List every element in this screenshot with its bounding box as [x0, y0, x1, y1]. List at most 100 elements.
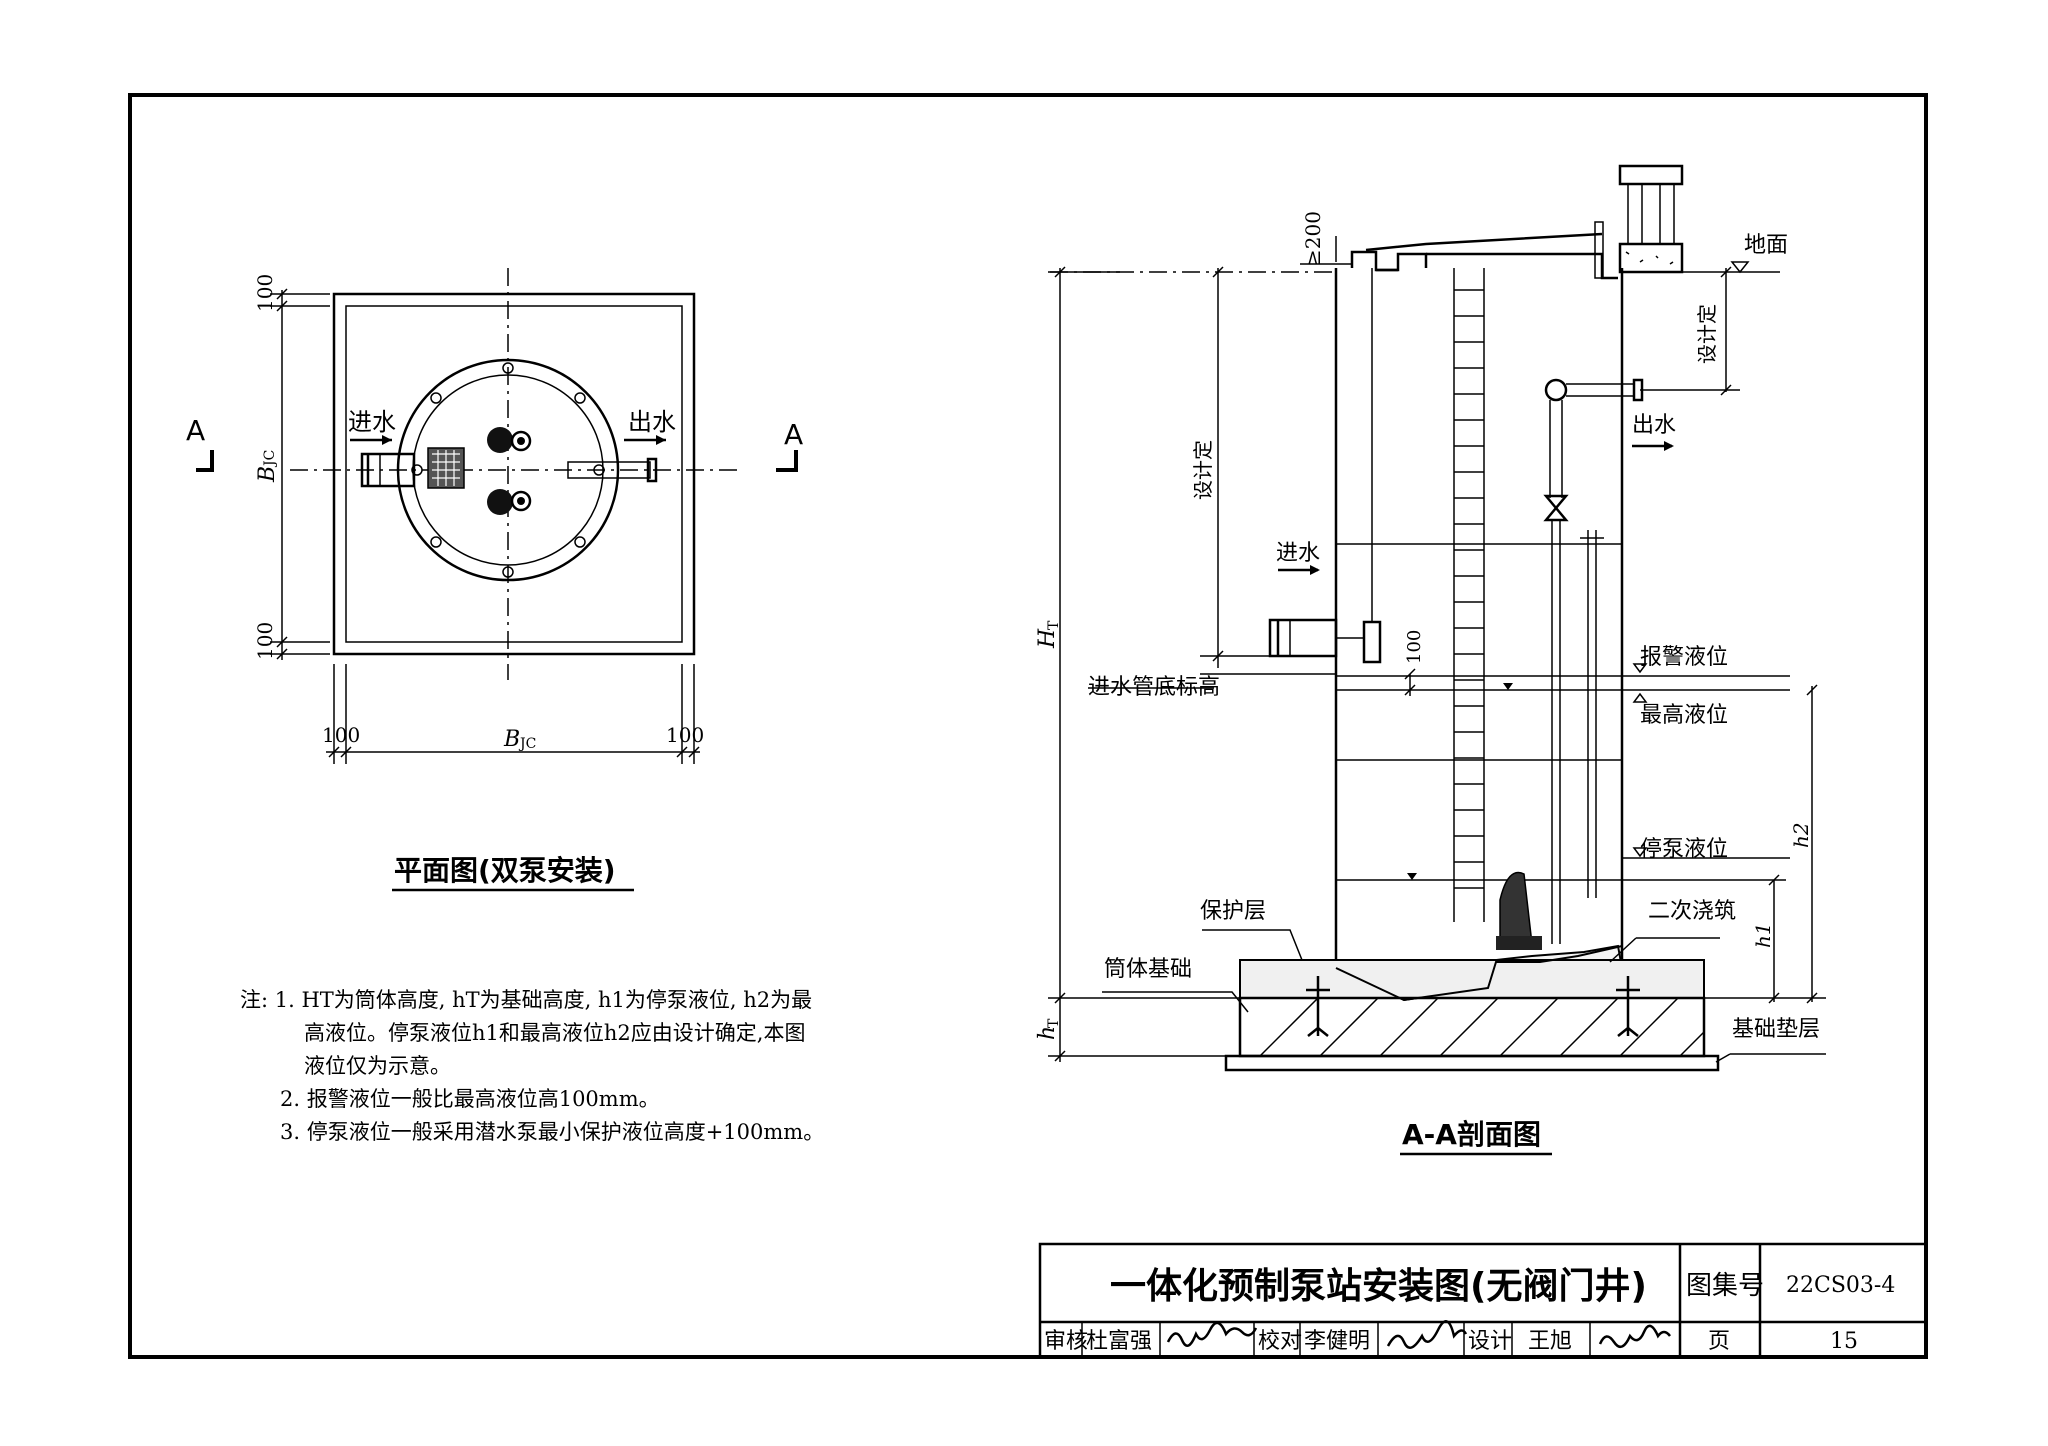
reviewer-signature: [1166, 1321, 1258, 1347]
notes-text-1: 1. HT为筒体高度, hT为基础高度, h1为停泵液位, h2为最: [274, 988, 813, 1012]
plan-section-a-left: A: [186, 414, 205, 447]
atlas-label: 图集号: [1686, 1271, 1764, 1301]
plan-pump-2-icon: [487, 489, 532, 515]
section-control-cabinet: [1618, 164, 1684, 274]
designer-signature: [1598, 1324, 1671, 1349]
plan-dim-b-vertical-sub: JC: [262, 450, 278, 468]
sheet-border: [128, 93, 1928, 1359]
section-dim-design-outlet: [1640, 266, 1740, 396]
section-inlet-label: 进水: [1276, 541, 1320, 566]
plan-outlet-arrowhead: [656, 435, 666, 445]
section-inlet-bottom-label: 进水管底标高: [1088, 675, 1220, 700]
section-alarm-label: 报警液位: [1640, 645, 1728, 670]
designer-name: 王旭: [1528, 1329, 1572, 1354]
section-dim-h2-h1: [1622, 684, 1826, 1004]
plan-view: [196, 268, 798, 892]
plan-dim-100-top: 100: [253, 274, 277, 312]
atlas-number: 22CS03-4: [1786, 1273, 1895, 1298]
section-level-markers-right: [1622, 663, 1790, 859]
section-lid-left: [1350, 250, 1428, 272]
section-hT-label: h: [1035, 1026, 1060, 1040]
plan-grille-basket: [427, 447, 465, 489]
section-lid-slope: [1426, 252, 1618, 280]
section-submersible-pump-icon: [1496, 871, 1542, 950]
section-stop-label: 停泵液位: [1640, 837, 1728, 862]
section-second-pour-label: 二次浇筑: [1648, 899, 1736, 924]
section-ground-label: 地面: [1744, 233, 1788, 258]
reviewer-name: 杜富强: [1086, 1329, 1152, 1354]
page-label: 页: [1708, 1329, 1730, 1354]
section-ladder: [1453, 268, 1485, 922]
section-h2-label: h2: [1789, 822, 1813, 848]
section-dim-100: [1404, 668, 1416, 696]
section-title: A-A剖面图: [1402, 1118, 1541, 1151]
section-ht-label: H: [1035, 628, 1060, 649]
notes-prefix: 注:: [240, 988, 269, 1012]
plan-inlet-arrowhead: [382, 435, 392, 445]
checker-signature: [1386, 1320, 1468, 1349]
section-outlet-pipe: [1543, 378, 1644, 944]
plan-section-a-right: A: [784, 418, 803, 451]
section-dim-200: [1300, 236, 1352, 265]
notes-line-1: 注: 1. HT为筒体高度, hT为基础高度, h1为停泵液位, h2为最: [240, 984, 824, 1017]
section-max-label: 最高液位: [1640, 703, 1728, 728]
notes-line-3: 液位仅为示意。: [304, 1054, 451, 1078]
plan-dim-horizontal: [326, 664, 700, 764]
plan-section-mark-left: [196, 450, 214, 472]
notes-line-5: 3. 停泵液位一般采用潜水泵最小保护液位高度+100mm。: [280, 1120, 825, 1144]
section-lid-cover: [1365, 232, 1603, 252]
plan-outlet-label: 出水: [628, 408, 676, 436]
checker-name: 李健明: [1304, 1329, 1370, 1354]
section-float-rod: [1580, 530, 1604, 898]
section-dim-design-inlet: [1200, 266, 1336, 675]
section-hT-sub: T: [1046, 1018, 1062, 1028]
plan-dim-vertical: [270, 288, 330, 660]
notes-block: 注: 1. HT为筒体高度, hT为基础高度, h1为停泵液位, h2为最 高液…: [240, 984, 824, 1149]
section-h1-label: h1: [1751, 922, 1775, 948]
plan-title: 平面图(双泵安装): [394, 854, 616, 887]
section-sump-profile: [1335, 945, 1623, 1002]
section-by-design-top: 设计定: [1695, 304, 1719, 364]
section-ht-sub: T: [1046, 620, 1062, 630]
section-dim-ht: [1048, 266, 1240, 1062]
plan-dim-100-left: 100: [322, 723, 360, 747]
section-foundation: [1224, 996, 1720, 1072]
plan-section-mark-right: [776, 450, 798, 472]
notes-line-2: 高液位。停泵液位h1和最高液位h2应由设计确定,本图: [304, 1021, 806, 1045]
plan-dim-100-right: 100: [666, 723, 704, 747]
section-body-foundation-label: 筒体基础: [1104, 957, 1192, 982]
max-level-marker-icon: [1503, 683, 1513, 690]
section-inlet-arrowhead: [1310, 565, 1320, 575]
review-label: 审核: [1044, 1329, 1088, 1354]
plan-outer-square: [332, 292, 696, 656]
plan-inlet-pipe: [360, 452, 416, 488]
ground-level-marker-icon: [1730, 261, 1750, 274]
drawing-title: 一体化预制泵站安装图(无阀门井): [1110, 1266, 1647, 1307]
section-by-design-mid: 设计定: [1191, 440, 1215, 500]
section-anchor-bolts: [1306, 976, 1640, 1037]
design-label: 设计: [1468, 1329, 1512, 1354]
plan-inner-square: [345, 305, 683, 643]
plan-well-outer-ring: [396, 358, 620, 582]
section-outlet-label: 出水: [1632, 413, 1676, 438]
section-min-200: ≥200: [1301, 211, 1325, 266]
notes-line-4: 2. 报警液位一般比最高液位高100mm。: [280, 1087, 660, 1111]
section-dim-100-label: 100: [1404, 630, 1425, 664]
section-protect-slab: [1239, 959, 1705, 999]
title-block: [1038, 1242, 1928, 1359]
plan-outlet-pipe: [567, 457, 658, 483]
section-view: [1048, 164, 1826, 1156]
section-outlet-arrowhead: [1664, 441, 1674, 451]
plan-bolt-holes: [411, 362, 605, 578]
stop-level-marker-icon: [1407, 873, 1417, 880]
section-protect-label: 保护层: [1200, 899, 1266, 924]
page-number: 15: [1830, 1329, 1858, 1354]
check-label: 校对: [1258, 1329, 1302, 1354]
section-base-cushion-label: 基础垫层: [1732, 1017, 1820, 1042]
plan-dim-b-horizontal-sub: JC: [518, 736, 536, 752]
plan-dim-100-bottom: 100: [253, 622, 277, 660]
plan-dim-b-horizontal: B: [503, 727, 520, 752]
section-leaders: [1088, 687, 1826, 1063]
section-inlet-pipe: [1268, 268, 1382, 664]
